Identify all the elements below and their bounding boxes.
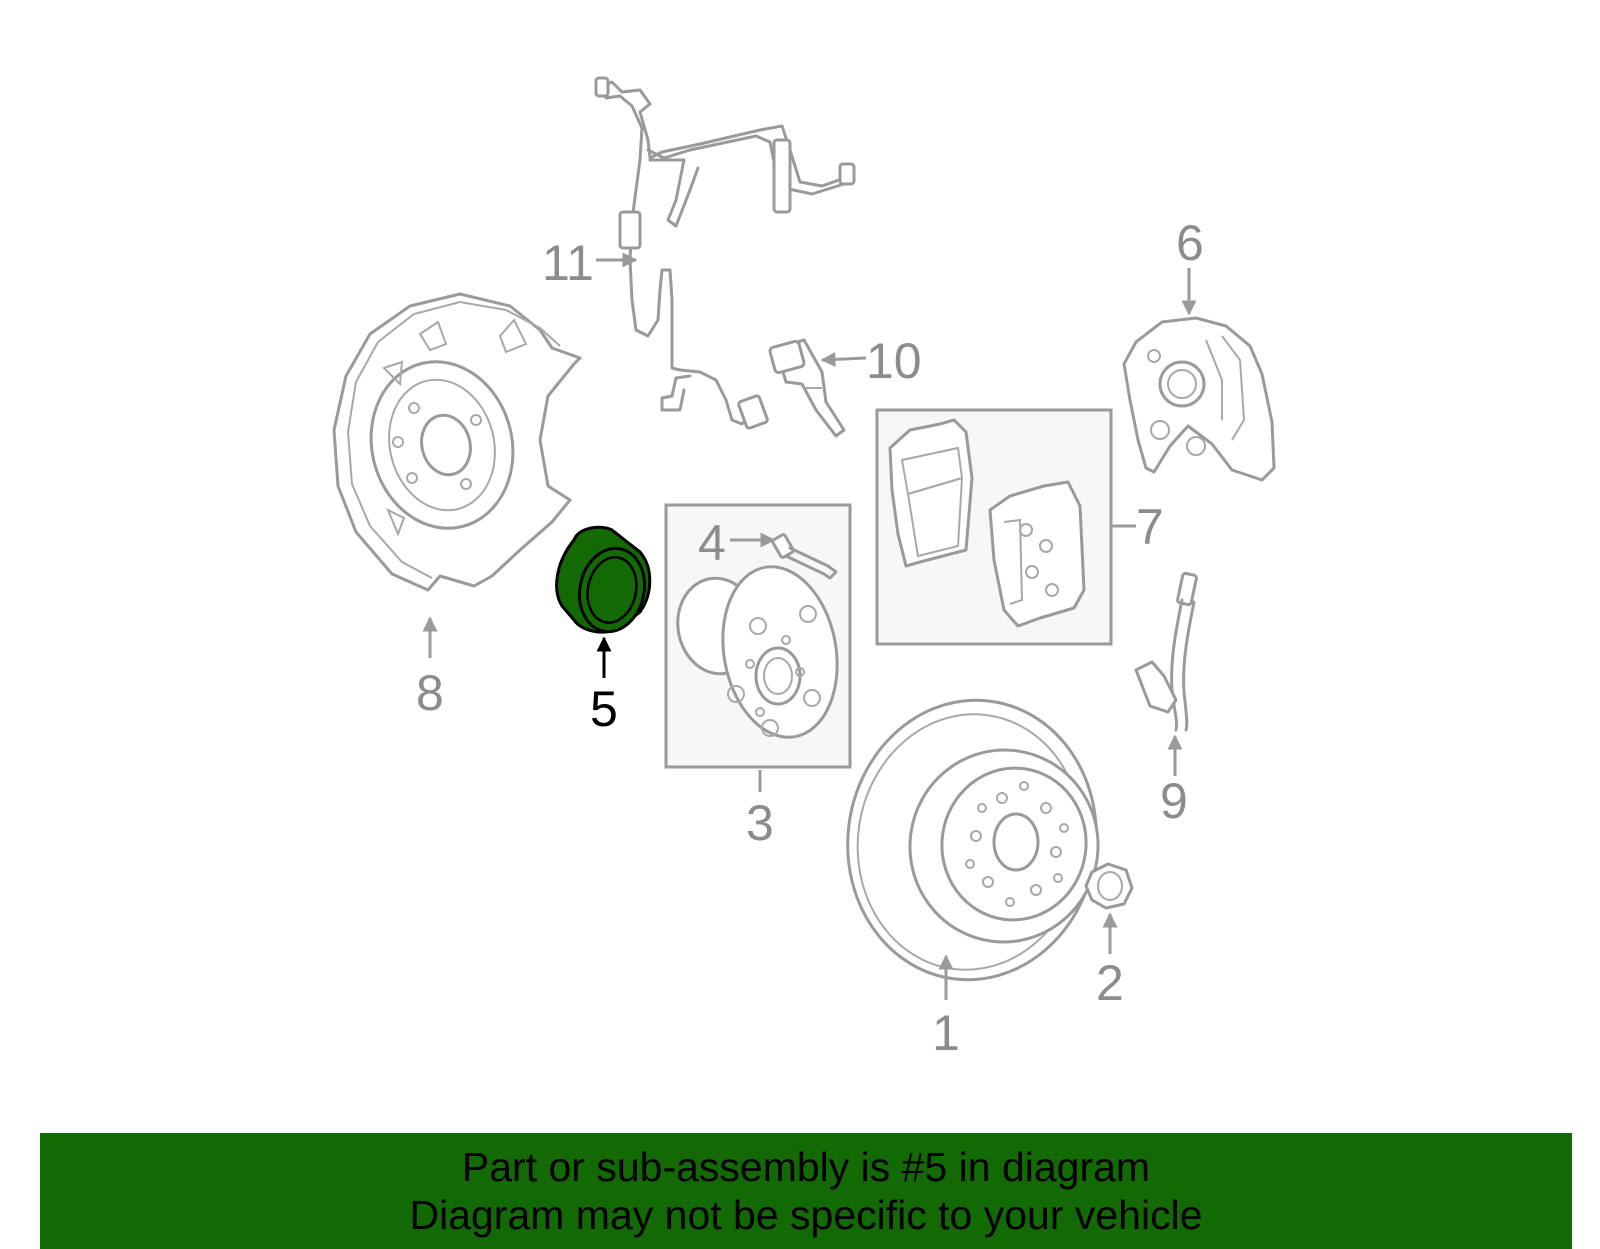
callout-2: 2 (1096, 955, 1124, 1011)
leader-10 (820, 351, 867, 367)
part-9-brake-hose (1134, 571, 1198, 732)
part-3-hub-box (664, 503, 852, 769)
callout-1: 1 (932, 1005, 960, 1061)
callout-6: 6 (1176, 215, 1204, 271)
part-1-brake-rotor (846, 698, 1100, 982)
part-2-nut (1084, 862, 1134, 910)
info-banner: Part or sub-assembly is #5 in diagram Di… (40, 1133, 1572, 1249)
part-7-brake-pads-box (875, 408, 1113, 646)
callout-7: 7 (1136, 499, 1164, 555)
callout-3: 3 (746, 795, 774, 851)
banner-line-1: Part or sub-assembly is #5 in diagram (461, 1144, 1151, 1190)
part-6-caliper-bracket (1122, 316, 1276, 482)
part-8-dust-shield (332, 292, 582, 592)
part-5-highlighted (555, 525, 652, 634)
callout-10: 10 (866, 333, 922, 389)
callout-11: 11 (542, 235, 594, 291)
callout-9: 9 (1160, 773, 1188, 829)
part-10-speed-sensor (768, 338, 846, 438)
part-4-hub-bolt (771, 533, 838, 580)
callout-8: 8 (416, 665, 444, 721)
callout-5: 5 (590, 681, 618, 737)
banner-line-2: Diagram may not be specific to your vehi… (409, 1192, 1203, 1238)
part-11-abs-wire-harness (594, 76, 856, 430)
callout-4: 4 (698, 515, 726, 571)
